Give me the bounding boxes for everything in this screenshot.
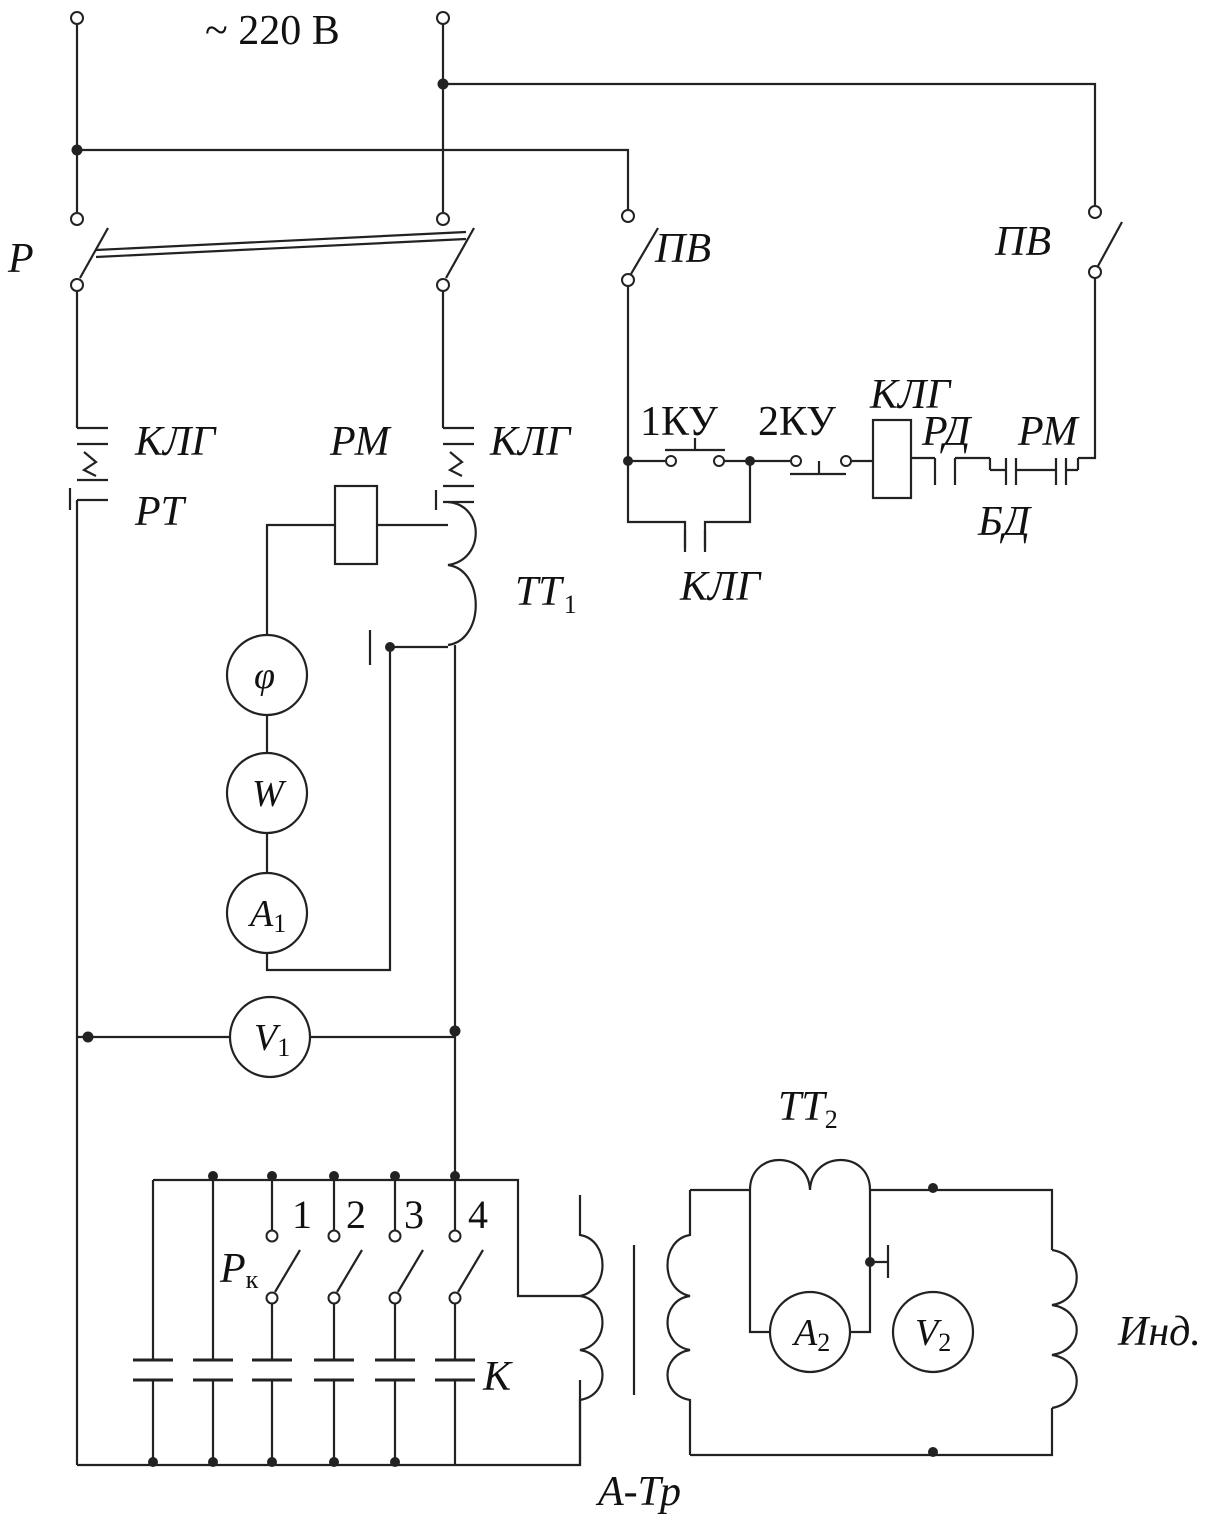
tt1-label: ТТ1 xyxy=(515,569,577,619)
pv-switch-right: ПВ xyxy=(994,205,1123,279)
svg-text:A2: A2 xyxy=(791,1312,830,1357)
ammeter-a2: A2 xyxy=(768,1290,852,1374)
svg-text:W: W xyxy=(252,773,287,815)
wattmeter: W xyxy=(225,751,309,835)
tap-4-label: 4 xyxy=(468,1192,488,1237)
left-contactor-klg: КЛГ РТ xyxy=(68,419,217,535)
supply-terminals: ~ 220 В xyxy=(70,8,450,54)
ku2-label: 2КУ xyxy=(758,399,836,445)
klg-coil: КЛГ xyxy=(869,372,952,500)
rm-label: РМ xyxy=(329,419,392,465)
main-breaker: Р xyxy=(7,212,475,292)
stop-button-2ku: 2КУ xyxy=(758,399,873,476)
autotransformer: А-Тр xyxy=(578,1190,692,1515)
svg-text:A1: A1 xyxy=(247,893,286,938)
klg-holding-contact: КЛГ xyxy=(626,461,762,610)
svg-text:V1: V1 xyxy=(254,1017,290,1062)
klg-holding-label: КЛГ xyxy=(679,564,762,610)
left-klg-label: КЛГ xyxy=(134,419,217,465)
rd-contact: РД xyxy=(911,409,990,485)
tap-2-label: 2 xyxy=(346,1192,366,1237)
rk-label: Рк xyxy=(219,1246,259,1294)
ammeter-a1: A1 xyxy=(225,871,309,955)
klg-coil-label: КЛГ xyxy=(869,372,952,418)
bd-contact: БД xyxy=(977,458,1046,545)
ground-tt2 xyxy=(870,1245,890,1278)
pv-left-label: ПВ xyxy=(654,226,711,272)
tap-switches-rk: 1 2 3 4 Рк xyxy=(219,1192,488,1305)
tt2-label: ТТ2 xyxy=(778,1084,838,1134)
control-feed-left xyxy=(77,148,630,210)
cap-label: К xyxy=(482,1354,513,1400)
tap-1-label: 1 xyxy=(292,1192,312,1237)
svg-text:φ: φ xyxy=(254,655,275,697)
current-transformer-tt1: ТТ1 xyxy=(447,500,577,647)
rm-contact: РМ xyxy=(1017,409,1080,485)
ku1-label: 1КУ xyxy=(640,399,718,445)
current-transformer-tt2: ТТ2 xyxy=(748,1084,872,1191)
rm-relay: РМ xyxy=(329,419,392,566)
rt-label: РТ xyxy=(134,489,187,535)
rm-contact-label: РМ xyxy=(1017,409,1080,455)
tap-3-label: 3 xyxy=(404,1192,424,1237)
voltmeter-v2: V2 xyxy=(891,1290,975,1374)
voltmeter-v1: V1 xyxy=(228,995,312,1079)
svg-text:V2: V2 xyxy=(915,1312,951,1357)
start-button-1ku: 1КУ xyxy=(623,399,790,467)
pv-right-label: ПВ xyxy=(994,219,1051,265)
supply-voltage-label: ~ 220 В xyxy=(205,8,340,54)
rd-label: РД xyxy=(921,409,972,455)
pv-switch-left: ПВ xyxy=(621,209,711,287)
atr-label: А-Тр xyxy=(595,1469,681,1515)
inductor: Инд. xyxy=(1051,1248,1201,1410)
right-klg-label: КЛГ xyxy=(489,419,572,465)
bd-label: БД xyxy=(977,499,1032,545)
breaker-label: Р xyxy=(7,236,34,282)
ind-label: Инд. xyxy=(1117,1309,1201,1355)
capacitor-bank: К xyxy=(133,1354,513,1400)
phase-meter: φ xyxy=(225,633,309,717)
right-contactor-klg: КЛГ xyxy=(434,419,572,510)
control-feed-right xyxy=(443,82,1097,205)
